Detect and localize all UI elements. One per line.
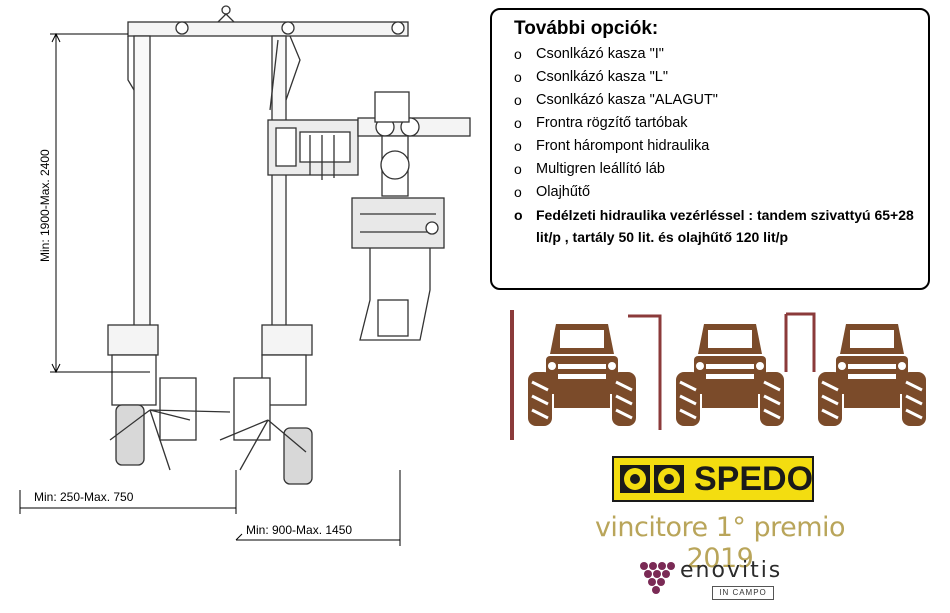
gear-emblem-icon (620, 465, 684, 493)
tractor-icon (526, 322, 638, 428)
award-text: vincitore 1° premio 2019 (594, 512, 846, 574)
machine-drawing: Min: 1900-Max. 2400 Min: 250-Max. 750 Mi… (19, 5, 471, 546)
left-column (133, 35, 151, 327)
list-item: Olajhűtő (514, 181, 918, 204)
tractor-icons (510, 310, 928, 440)
frame-line-3 (784, 312, 816, 372)
enovitis-logo: enovitis IN CAMPO (636, 556, 806, 608)
list-item-hydraulics: Fedélzeti hidraulika vezérléssel : tande… (514, 204, 918, 248)
options-box: További opciók: Csonlkázó kasza "I" Cson… (490, 8, 930, 290)
list-item: Multigren leállító láb (514, 158, 918, 181)
width-small-dimension: Min: 250-Max. 750 (34, 490, 134, 504)
right-wheel (283, 427, 313, 485)
height-dimension: Min: 1900-Max. 2400 (38, 149, 52, 262)
list-item: Csonlkázó kasza "ALAGUT" (514, 89, 918, 112)
spedo-name: SPEDO (694, 460, 814, 498)
enovitis-name: enovitis (680, 558, 783, 583)
top-beam (127, 21, 409, 37)
options-title: További opciók: (514, 18, 659, 39)
list-item: Csonlkázó kasza "L" (514, 66, 918, 89)
list-item: Csonlkázó kasza "I" (514, 43, 918, 66)
options-list: Csonlkázó kasza "I" Csonlkázó kasza "L" … (514, 43, 918, 248)
list-item: Frontra rögzítő tartóbak (514, 112, 918, 135)
grape-icon (640, 562, 675, 594)
frame-line-2 (628, 314, 662, 430)
width-large-dimension: Min: 900-Max. 1450 (246, 523, 352, 537)
spedo-logo: SPEDO (612, 456, 814, 502)
left-wheel (115, 404, 145, 466)
enovitis-subtitle: IN CAMPO (712, 586, 774, 600)
tractor-icon (674, 322, 786, 428)
list-item: Front hárompont hidraulika (514, 135, 918, 158)
tractor-icon (816, 322, 928, 428)
